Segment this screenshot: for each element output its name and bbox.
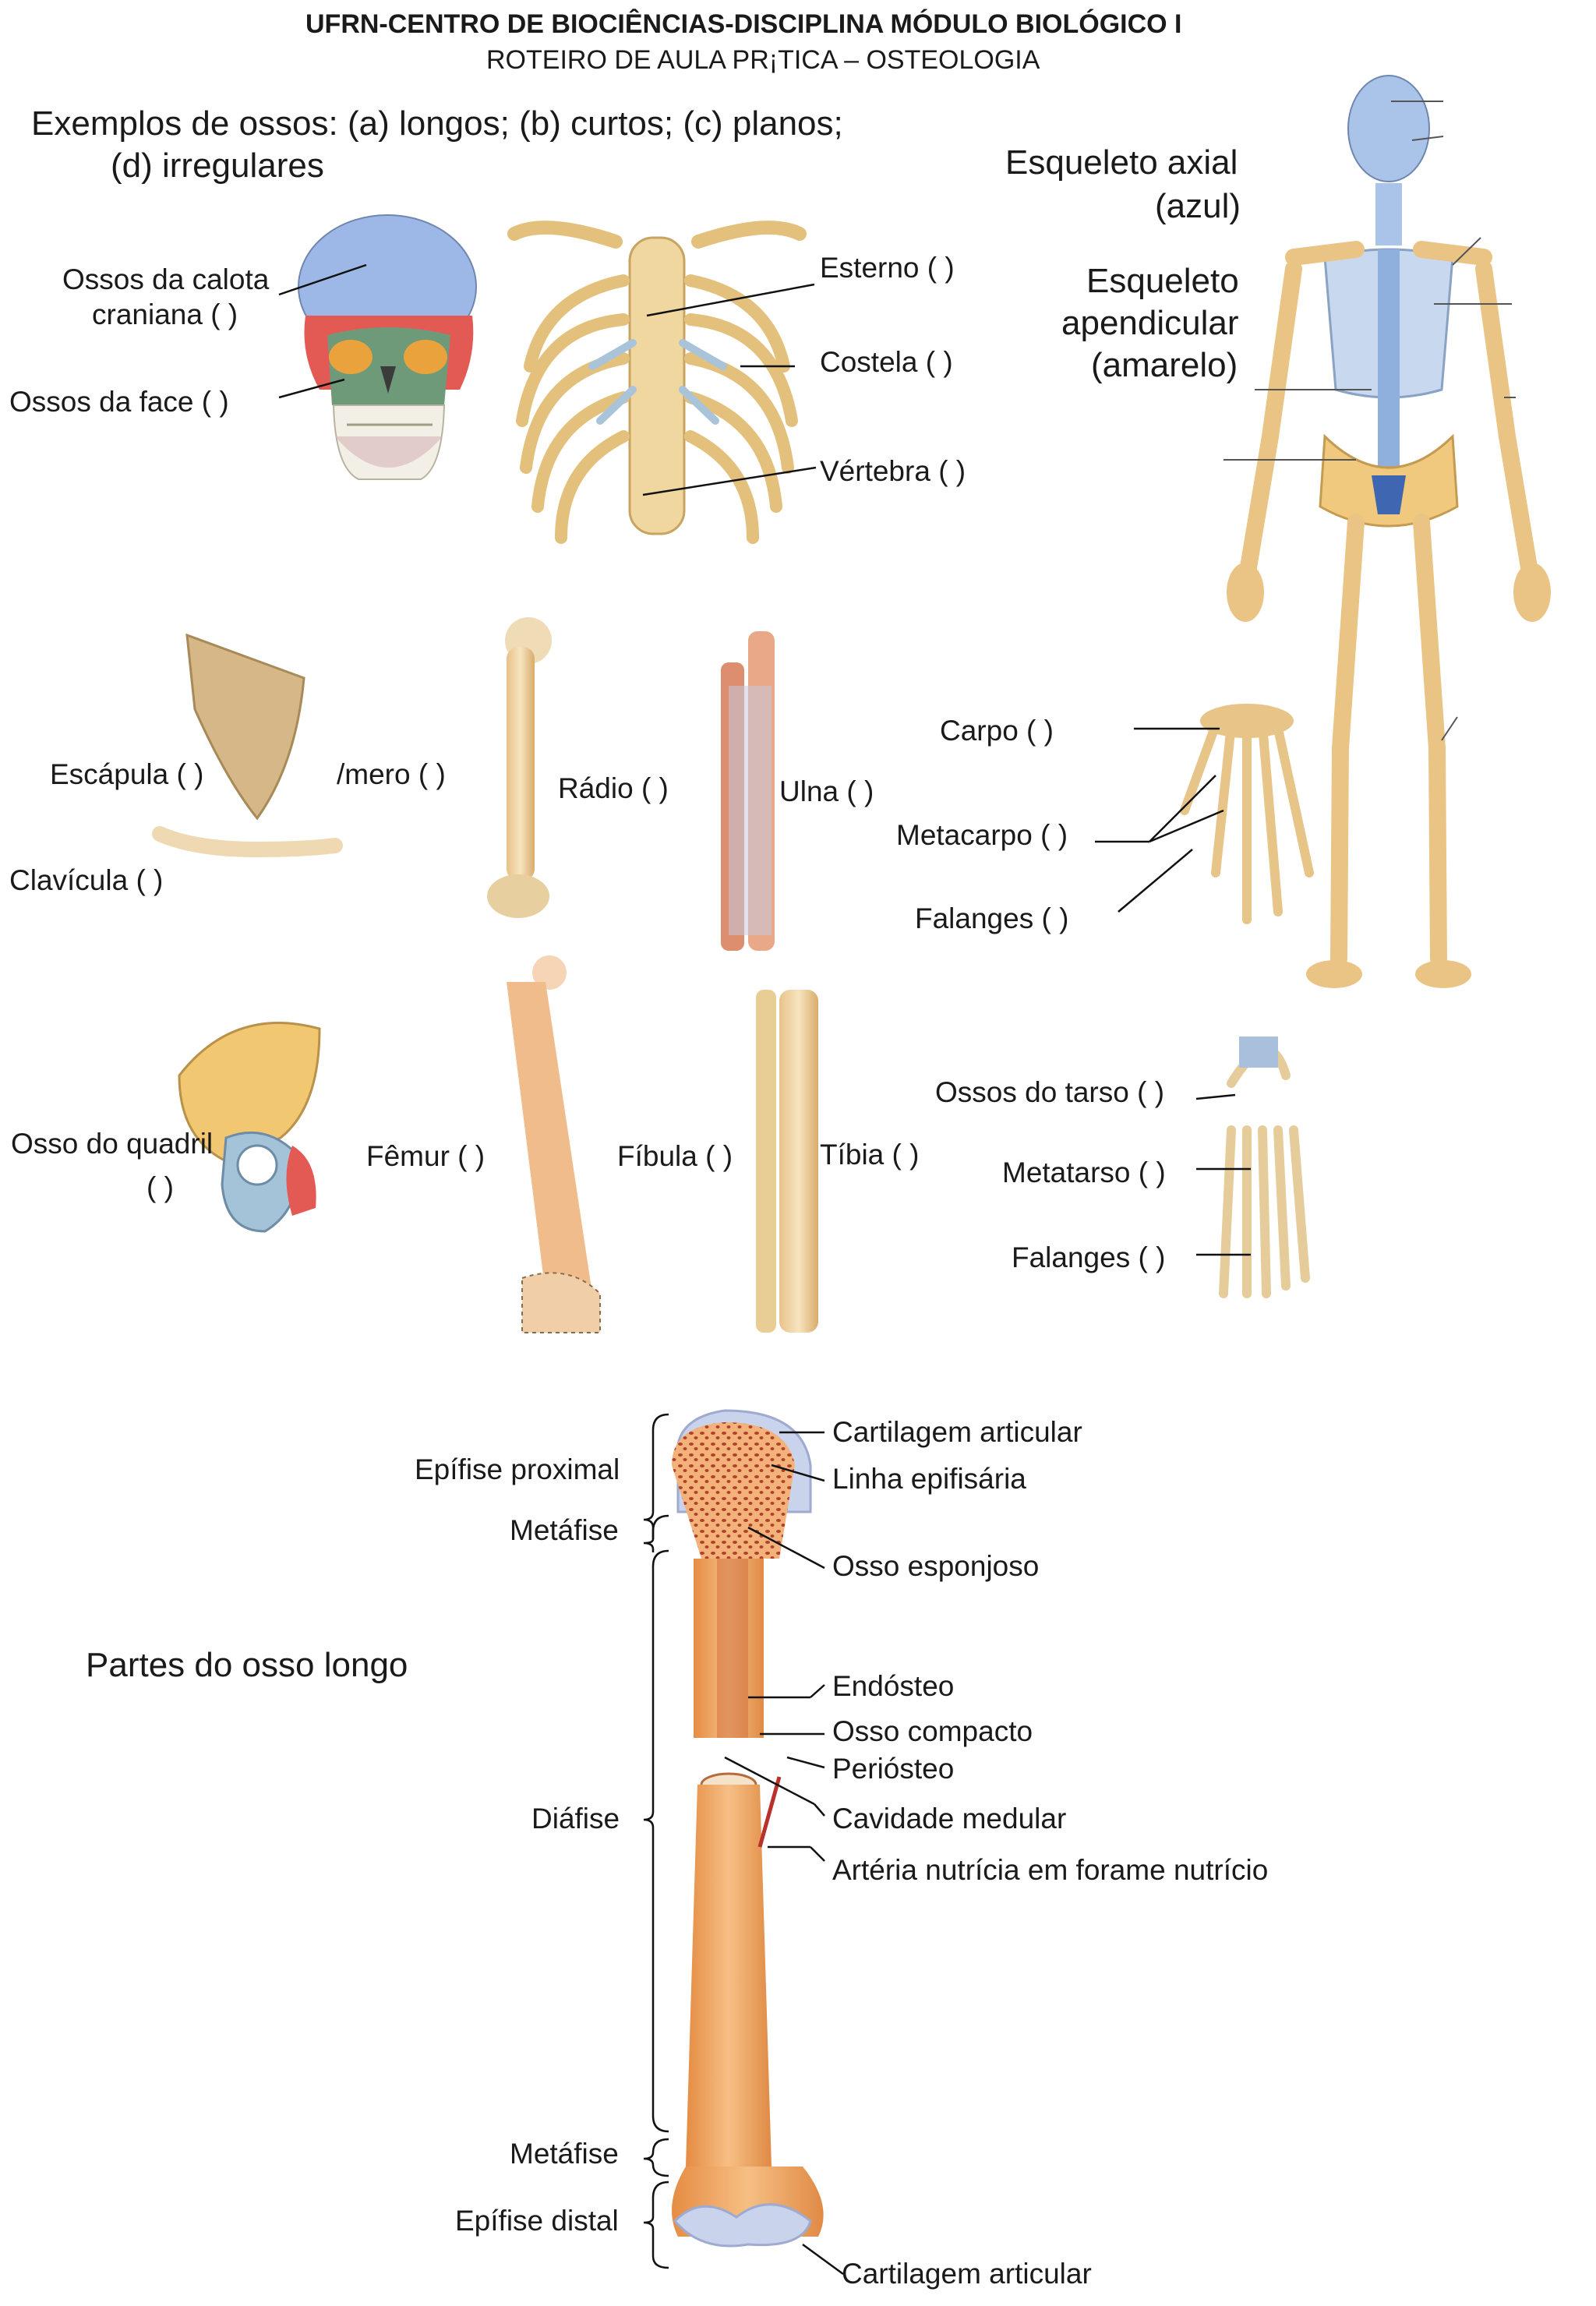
label-carpo: Carpo ( ) xyxy=(940,714,1054,748)
label-metafise-bottom: Metáfise xyxy=(510,2137,619,2171)
label-cartilagem-top: Cartilagem articular xyxy=(832,1415,1082,1450)
thorax-illustration xyxy=(514,228,800,538)
label-diafise: Diáfise xyxy=(531,1802,620,1836)
label-calota-2: craniana ( ) xyxy=(92,298,238,332)
label-vertebra: Vértebra ( ) xyxy=(820,454,966,489)
label-osso-compacto: Osso compacto xyxy=(832,1714,1033,1749)
label-metacarpo: Metacarpo ( ) xyxy=(896,818,1068,853)
label-osso-esponjoso: Osso esponjoso xyxy=(832,1549,1039,1584)
long-bone-illustration xyxy=(672,1411,824,2246)
radius-ulna-illustration xyxy=(721,631,775,951)
label-endosteo: Endósteo xyxy=(832,1669,954,1704)
label-esterno: Esterno ( ) xyxy=(820,251,955,285)
label-radio: Rádio ( ) xyxy=(558,772,669,806)
label-fibula: Fíbula ( ) xyxy=(617,1139,733,1174)
label-costela: Costela ( ) xyxy=(820,345,953,380)
label-clavicula: Clavícula ( ) xyxy=(9,863,163,898)
label-tarso: Ossos do tarso ( ) xyxy=(935,1075,1164,1110)
label-falanges-pe: Falanges ( ) xyxy=(1012,1241,1165,1275)
label-face: Ossos da face ( ) xyxy=(9,385,229,419)
skull-illustration xyxy=(298,215,476,479)
label-escapula: Escápula ( ) xyxy=(50,757,203,792)
clavicle-illustration xyxy=(160,834,335,849)
hand-illustration xyxy=(1185,704,1309,920)
tibia-fibula-illustration xyxy=(756,990,818,1333)
scapula-illustration xyxy=(187,635,304,818)
label-femur: Fêmur ( ) xyxy=(366,1139,485,1174)
label-falanges-mao: Falanges ( ) xyxy=(915,902,1068,936)
femur-illustration xyxy=(507,955,600,1333)
label-metatarso: Metatarso ( ) xyxy=(1002,1156,1166,1190)
label-arteria-nutricia: Artéria nutrícia em forame nutrício xyxy=(832,1853,1268,1888)
label-calota-1: Ossos da calota xyxy=(62,263,269,297)
humerus-illustration xyxy=(487,617,552,918)
long-bone-title: Partes do osso longo xyxy=(86,1644,408,1686)
label-tibia: Tíbia ( ) xyxy=(820,1138,919,1172)
label-epifise-proximal: Epífise proximal xyxy=(415,1453,620,1487)
label-periosteo: Periósteo xyxy=(832,1752,954,1786)
label-umero: /mero ( ) xyxy=(337,757,446,792)
label-ulna: Ulna ( ) xyxy=(779,775,874,809)
label-cartilagem-bottom: Cartilagem articular xyxy=(842,2257,1092,2291)
label-metafise-top: Metáfise xyxy=(510,1513,619,1548)
label-quadril-1: Osso do quadril xyxy=(11,1127,213,1161)
label-quadril-2: ( ) xyxy=(147,1171,174,1205)
label-cavidade-medular: Cavidade medular xyxy=(832,1802,1066,1836)
label-epifise-distal: Epífise distal xyxy=(455,2204,619,2238)
label-linha-epifisaria: Linha epifisária xyxy=(832,1462,1026,1496)
